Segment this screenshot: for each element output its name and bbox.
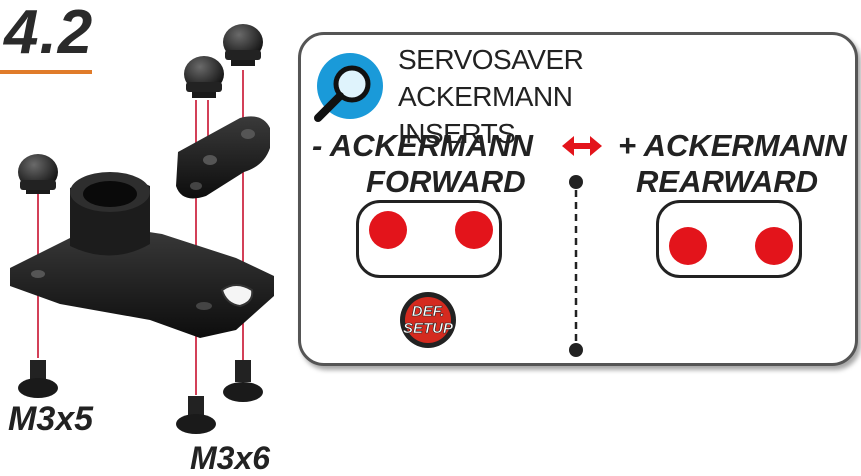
option-divider bbox=[569, 175, 583, 357]
screw-m3x6-left bbox=[176, 396, 216, 434]
ackermann-arm-plate bbox=[176, 116, 270, 199]
def-badge-line1: DEF. bbox=[412, 303, 445, 320]
screw-m3x6-right bbox=[223, 360, 263, 402]
forward-label: FORWARD bbox=[366, 164, 526, 199]
insert-hole-dot bbox=[455, 211, 493, 249]
insert-forward-diagram bbox=[356, 200, 502, 278]
step-underline bbox=[0, 70, 92, 74]
panel-title-line1: SERVOSAVER ACKERMANN bbox=[398, 44, 584, 112]
ball-stud-right bbox=[223, 24, 263, 66]
rearward-label: REARWARD bbox=[636, 164, 818, 199]
insert-hole-dot bbox=[755, 227, 793, 265]
double-arrow-icon bbox=[562, 136, 602, 156]
screw-m3x5 bbox=[18, 360, 58, 398]
panel-title: SERVOSAVER ACKERMANN INSERTS bbox=[398, 42, 698, 153]
panel-title-line2: INSERTS bbox=[398, 117, 516, 149]
step-number: 4.2 bbox=[4, 0, 94, 67]
insert-hole-dot bbox=[369, 211, 407, 249]
ball-stud-left bbox=[18, 154, 58, 194]
servosaver-exploded-illustration bbox=[10, 24, 274, 434]
magnifier-icon bbox=[314, 53, 383, 122]
servosaver-body bbox=[10, 172, 274, 338]
insert-rearward-diagram bbox=[656, 200, 802, 278]
plus-ackermann-heading: + ACKERMANN bbox=[618, 128, 847, 163]
ackermann-info-panel bbox=[298, 32, 858, 366]
insert-hole-dot bbox=[669, 227, 707, 265]
ball-stud-middle bbox=[184, 56, 224, 98]
def-setup-badge-icon: DEF. SETUP bbox=[400, 292, 456, 348]
screw-label-m3x6: M3x6 bbox=[190, 440, 271, 476]
minus-ackermann-heading: - ACKERMANN bbox=[312, 128, 533, 163]
def-badge-line2: SETUP bbox=[403, 320, 454, 337]
screw-label-m3x5: M3x5 bbox=[8, 400, 94, 438]
